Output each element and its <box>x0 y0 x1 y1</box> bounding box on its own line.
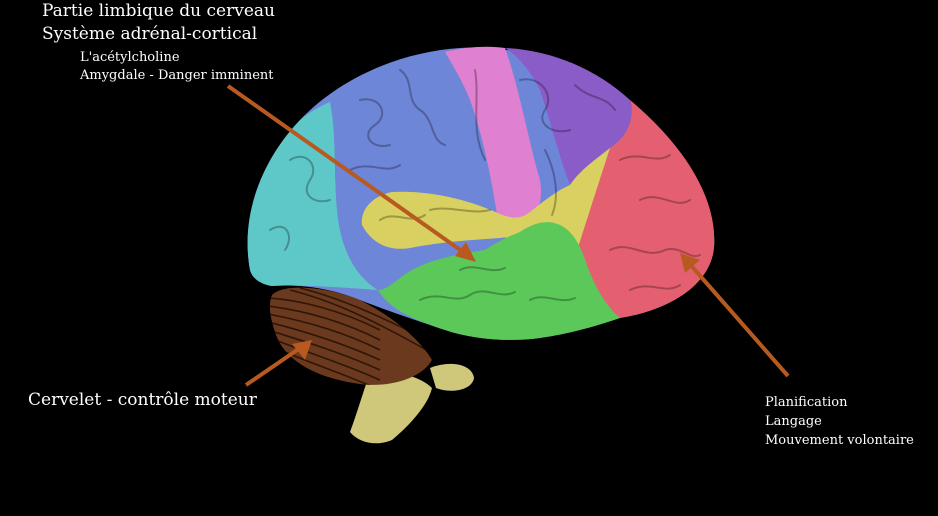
language-label: Langage <box>765 414 822 429</box>
arrow-cerebellum <box>244 340 312 387</box>
arrow-amygdala <box>226 84 476 262</box>
cerebellum <box>269 287 432 385</box>
frontal-lobe <box>577 100 715 318</box>
amygdala-label: Amygdale - Danger imminent <box>80 68 274 83</box>
brainstem <box>350 371 432 444</box>
voluntary-movement-label: Mouvement volontaire <box>765 433 914 448</box>
temporal-lobe <box>378 222 620 340</box>
cerebellum-label: Cervelet - contrôle moteur <box>28 390 257 410</box>
motor-cortex <box>505 48 632 185</box>
arrow-frontal <box>680 253 790 378</box>
brainstem-lobe <box>430 363 474 391</box>
planning-label: Planification <box>765 395 848 410</box>
acetylcholine-label: L'acétylcholine <box>80 50 180 65</box>
occipital-lobe <box>247 102 378 290</box>
adrenal-cortical-title: Système adrénal-cortical <box>42 24 258 44</box>
limbic-title: Partie limbique du cerveau <box>42 1 275 21</box>
gyri-texture <box>269 69 701 302</box>
somatosensory-cortex <box>445 46 541 235</box>
